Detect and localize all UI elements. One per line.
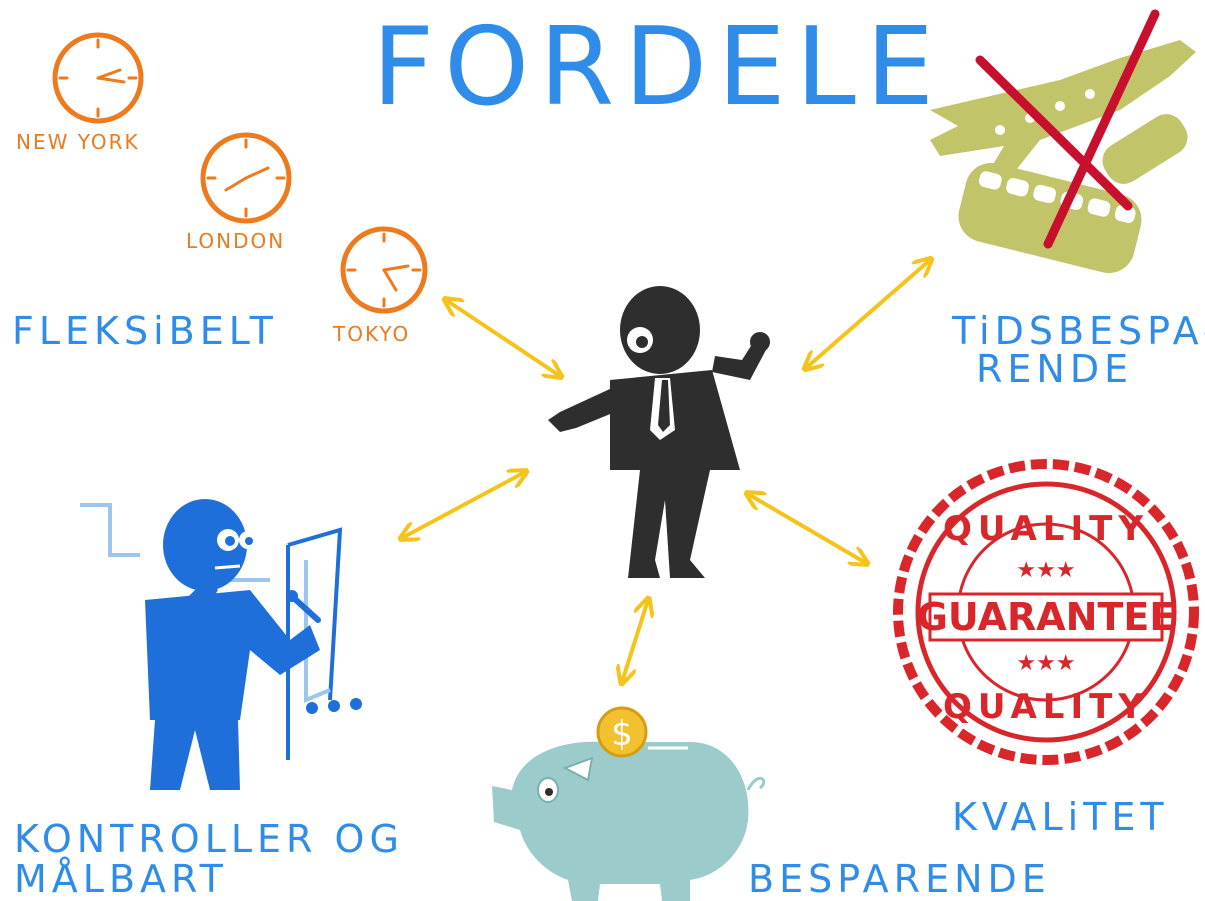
page-title: FORDELE	[372, 5, 944, 130]
cross-out-icon	[975, 9, 1160, 249]
label-control-1: KONTROLLER OG	[14, 817, 404, 861]
label-time-saving-2: RENDE	[976, 347, 1134, 391]
stamp-stars-top: ★★★	[1016, 558, 1075, 583]
arrow-quality	[748, 494, 866, 563]
label-time-saving-1: TiDSBESPA-	[952, 309, 1205, 353]
label-control-2: MÅLBART	[14, 857, 228, 901]
clock-tokyo-icon	[340, 226, 428, 314]
businessman-figure	[548, 286, 770, 578]
clock-new-york-icon	[52, 32, 144, 124]
coin-symbol: $	[611, 714, 633, 754]
stamp-center-text: GUARANTEE	[917, 595, 1176, 639]
clock-london-icon	[200, 132, 292, 224]
stamp-bottom-text: QUALITY	[943, 687, 1149, 727]
arrow-flexible	[446, 300, 560, 376]
arrow-saving	[622, 600, 648, 682]
vehicles-icon	[930, 9, 1196, 274]
quality-stamp-icon	[893, 459, 1199, 765]
coin-icon	[596, 706, 648, 758]
thinking-person-figure	[80, 499, 362, 790]
arrow-time-saving	[806, 260, 930, 368]
piggy-bank-icon	[492, 741, 766, 901]
clock-label-tokyo: TOKYO	[333, 322, 411, 346]
label-flexible: FLEKSiBELT	[12, 309, 278, 353]
arrow-control	[402, 472, 525, 538]
stamp-top-text: QUALITY	[943, 509, 1149, 549]
clock-label-new-york: NEW YORK	[16, 130, 140, 154]
clock-label-london: LONDON	[186, 229, 286, 253]
stamp-stars-bottom: ★★★	[1016, 651, 1075, 676]
label-quality: KVALiTET	[952, 795, 1169, 839]
label-saving: BESPARENDE	[748, 857, 1051, 901]
